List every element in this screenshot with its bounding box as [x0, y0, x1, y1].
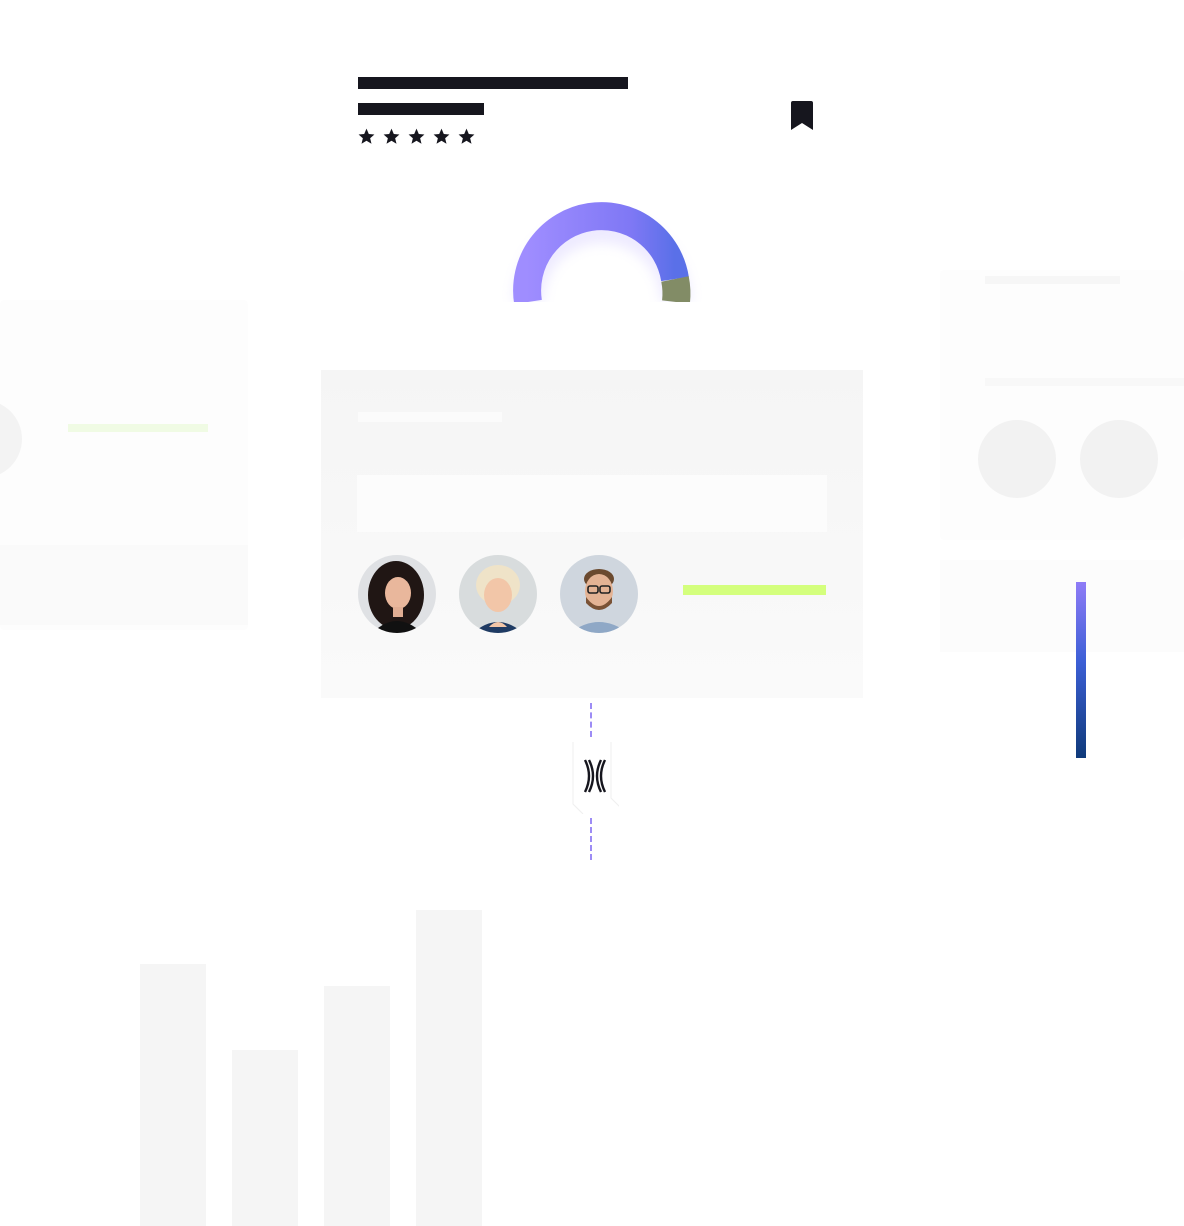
avatar-woman-blonde-icon [459, 555, 537, 633]
connector-dashed-line [590, 703, 594, 737]
star-icon [433, 128, 450, 144]
faded-subtitle-line [985, 378, 1184, 386]
avatar [0, 400, 22, 478]
rating-stars [357, 127, 476, 146]
avatar [978, 420, 1056, 498]
avatar[interactable] [560, 555, 638, 633]
connector-dashed-line [590, 818, 594, 860]
faded-accent-bar [68, 424, 208, 432]
accent-progress-bar [683, 585, 826, 595]
gradient-progress-bar [1076, 582, 1086, 758]
faded-card-right-footer [940, 560, 1184, 652]
gauge-primary-arc [513, 202, 689, 305]
faded-title-line [985, 276, 1120, 284]
avatar[interactable] [358, 555, 436, 633]
faded-card-left-footer [0, 545, 248, 625]
chart-bar [232, 1050, 298, 1226]
card-title-placeholder [358, 412, 502, 422]
star-icon [383, 128, 400, 144]
star-icon [408, 128, 425, 144]
subtitle-placeholder-line [358, 103, 484, 115]
chart-bar [416, 910, 482, 1226]
title-placeholder-line [358, 77, 628, 89]
card-input-field[interactable] [357, 475, 827, 532]
star-icon [458, 128, 475, 144]
avatar[interactable] [459, 555, 537, 633]
chart-bar [324, 986, 390, 1226]
avatar-man-glasses-icon [560, 555, 638, 633]
double-arc-logo-icon [571, 738, 619, 814]
avatar [1080, 420, 1158, 498]
chart-bar [140, 964, 206, 1226]
gauge-secondary-arc [661, 276, 691, 304]
star-icon [358, 128, 375, 144]
main-card [321, 370, 863, 698]
faded-card-right [940, 270, 1184, 540]
avatar-woman-dark-hair-icon [358, 555, 436, 633]
bookmark-icon[interactable] [791, 101, 813, 130]
semicircle-gauge [502, 202, 702, 310]
